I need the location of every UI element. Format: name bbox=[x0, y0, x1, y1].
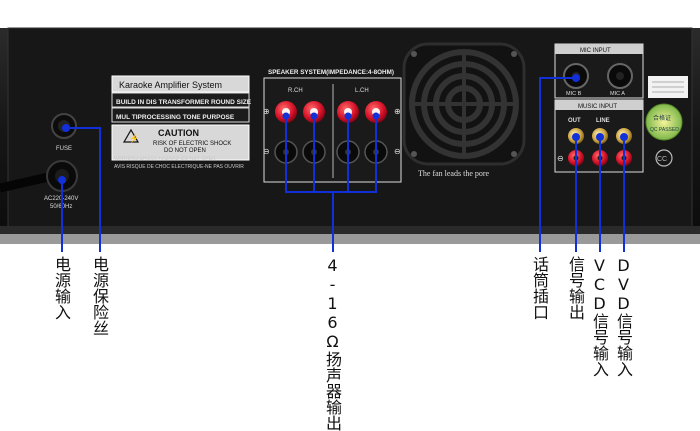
svg-text:RISK OF ELECTRIC SHOCK: RISK OF ELECTRIC SHOCK bbox=[153, 141, 231, 147]
svg-text:MIC B: MIC B bbox=[566, 91, 582, 97]
svg-text:OUT: OUT bbox=[568, 118, 581, 124]
svg-text:BUILD IN DIS TRANSFORMER ROUND: BUILD IN DIS TRANSFORMER ROUND SIZE bbox=[116, 99, 252, 106]
svg-text:CAUTION: CAUTION bbox=[158, 128, 199, 138]
svg-text:Karaoke Amplifier System: Karaoke Amplifier System bbox=[119, 80, 222, 90]
speaker-terminal-red bbox=[275, 101, 387, 123]
lightning-icon: ⚡ bbox=[129, 133, 139, 143]
label-speaker-output: 4-16Ω扬声器输出 bbox=[323, 256, 342, 431]
cc-mark-icon: CC bbox=[655, 149, 673, 167]
label-vcd-input: VCD信号输入 bbox=[590, 256, 609, 377]
qc-badge: 合格证 QC PASSED bbox=[645, 103, 683, 141]
plus-icon: ⊕ bbox=[394, 107, 401, 116]
svg-text:L.CH: L.CH bbox=[355, 88, 369, 94]
plus-icon: ⊕ bbox=[263, 107, 270, 116]
svg-text:MUL TIPROCESSING TONE PURPOSE: MUL TIPROCESSING TONE PURPOSE bbox=[116, 114, 235, 121]
mic-input-block: MIC INPUT MIC B MIC A bbox=[554, 43, 644, 99]
svg-text:AVIS RISQUE DE CHOC ELECTRIQUE: AVIS RISQUE DE CHOC ELECTRIQUE-NE PAS OU… bbox=[114, 164, 244, 170]
svg-text:DO NOT OPEN: DO NOT OPEN bbox=[164, 148, 206, 154]
label-mic-socket: 话筒插口 bbox=[530, 256, 549, 320]
svg-text:R.CH: R.CH bbox=[288, 88, 303, 94]
panel-bottom-edge bbox=[0, 226, 700, 236]
svg-text:FUSE: FUSE bbox=[56, 146, 72, 152]
svg-text:QC PASSED: QC PASSED bbox=[650, 127, 679, 133]
svg-text:MIC A: MIC A bbox=[610, 91, 625, 97]
minus-icon: ⊖ bbox=[394, 147, 401, 156]
label-signal-output: 信号输出 bbox=[566, 256, 585, 320]
caution-label: ⚡ CAUTION RISK OF ELECTRIC SHOCK DO NOT … bbox=[111, 124, 250, 170]
svg-text:The fan leads the pore: The fan leads the pore bbox=[418, 169, 490, 178]
label-power-input: 电源输入 bbox=[52, 256, 71, 320]
label-fuse: 电源保险丝 bbox=[90, 256, 109, 336]
serial-sticker bbox=[648, 76, 688, 98]
callout-lines bbox=[58, 74, 628, 252]
svg-text:WARNING:SHOCK HAZARD-DO NOT OP: WARNING:SHOCK HAZARD-DO NOT OPEN bbox=[114, 156, 216, 162]
svg-text:LINE: LINE bbox=[596, 118, 610, 124]
spec-label: Karaoke Amplifier System BUILD IN DIS TR… bbox=[111, 75, 252, 123]
minus-icon: ⊖ bbox=[263, 147, 270, 156]
svg-text:合格证: 合格证 bbox=[653, 114, 671, 122]
panel-bottom-shadow bbox=[0, 234, 700, 244]
svg-text:MIC INPUT: MIC INPUT bbox=[580, 48, 611, 54]
svg-text:CC: CC bbox=[657, 156, 667, 163]
speaker-terminal-block: SPEAKER SYSTEM(IMPEDANCE:4-8OHM) R.CH L.… bbox=[263, 69, 402, 183]
label-dvd-input: DVD信号输入 bbox=[614, 256, 633, 377]
svg-text:MUSIC INPUT: MUSIC INPUT bbox=[578, 104, 617, 110]
ground-icon: ⊖ bbox=[557, 154, 564, 163]
fan-grille: The fan leads the pore bbox=[402, 42, 526, 178]
svg-text:SPEAKER SYSTEM(IMPEDANCE:4-8OH: SPEAKER SYSTEM(IMPEDANCE:4-8OHM) bbox=[268, 69, 394, 76]
